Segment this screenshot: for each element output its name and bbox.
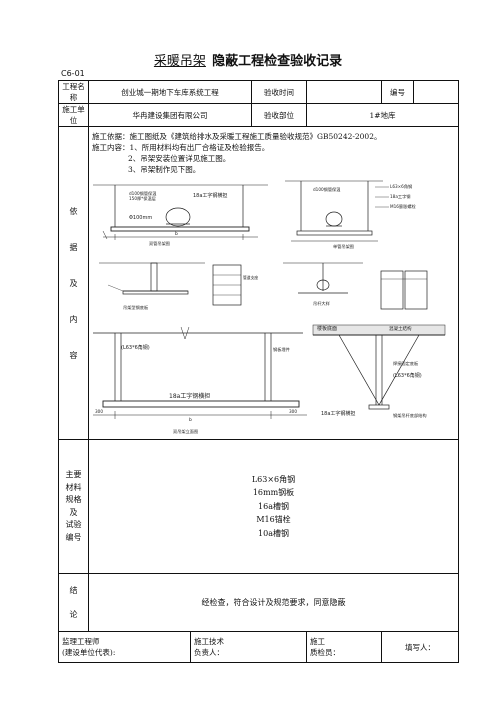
- basis-line-1: 施工依据：施工图纸及《建筑给排水及采暖工程施工质量验收规范》GB50242-20…: [92, 132, 382, 141]
- material-item: L63×6角钢: [251, 474, 296, 484]
- label-slab: 楼板底面: [317, 325, 337, 332]
- label-angle-left: (L63*6角钢): [121, 344, 150, 351]
- label-m16-bolt: M16膨胀螺栓: [390, 203, 417, 210]
- conclusion-label-char: 结: [69, 585, 78, 595]
- tech-line-1: 施工技术: [194, 637, 224, 646]
- form-code: C6-01: [61, 69, 85, 78]
- drawing-double-hanger: d100钢管保温 150厚*保温层 18a工字钢横担 Φ100mm b 双管吊架…: [93, 184, 268, 247]
- conclusion-text: 经检查，符合设计及规范要求，同意隐蔽: [88, 573, 459, 632]
- inspection-time-value: [306, 80, 382, 104]
- row-project: 工程名称 创业城一期地下车库系统工程 验收时间 编号: [58, 80, 459, 104]
- materials-label-line: 试验: [65, 520, 82, 529]
- document-title: 采暖吊架 隐蔽工程检查验收记录: [0, 50, 496, 69]
- qc-line-1: 施工: [310, 637, 325, 646]
- label-concrete: 混凝土结构: [389, 325, 412, 332]
- label-single-pipe: d100钢管保温: [313, 186, 341, 193]
- construction-unit-label: 施工单位: [58, 103, 89, 127]
- drawing-details: 吊架型钢底板 管道支座 吊杆大样: [99, 262, 428, 311]
- inspection-form-table: 工程名称 创业城一期地下车库系统工程 验收时间 编号 施工单位 华冉建设集团有限…: [58, 80, 459, 663]
- supervisor-line-2: (建设单位代表):: [62, 648, 116, 657]
- label-embed-plate: 钢板埋件: [273, 346, 290, 353]
- drawing-elevation: (L63*6角钢) 钢板埋件 18a工字钢横担 b 300 300 双吊架立面图: [93, 326, 307, 435]
- basis-label-char: 依: [69, 206, 78, 216]
- label-base-beam: 18a工字钢横担: [169, 392, 210, 400]
- supervisor-signature: 监理工程师 (建设单位代表):: [58, 631, 191, 663]
- materials-label-line: 规格: [65, 495, 82, 504]
- dim-b-bottom: b: [189, 417, 192, 423]
- caption-rod-detail: 吊杆大样: [313, 300, 330, 307]
- basis-text: 施工依据：施工图纸及《建筑给排水及采暖工程施工质量验收规范》GB50242-20…: [92, 131, 455, 175]
- number-label: 编号: [381, 80, 414, 104]
- title-prefix: 采暖吊架: [153, 54, 206, 69]
- material-item: 16mm钢板: [252, 488, 295, 498]
- drawing-rod-structure: 楼板底面 混凝土结构 (L63*6角钢) 焊接固定底板 18a工字钢横担 钢架吊…: [312, 324, 446, 419]
- supervisor-line-1: 监理工程师: [62, 637, 100, 646]
- materials-label-line: 主要: [65, 470, 82, 479]
- conclusion-label: 结 论: [58, 573, 89, 632]
- tech-lead-signature: 施工技术 负责人：: [190, 631, 307, 663]
- materials-label-line: 材料: [65, 482, 82, 492]
- label-pipe-insulation: d100钢管保温: [129, 190, 157, 197]
- row-signatures: 监理工程师 (建设单位代表): 施工技术 负责人： 施工 质检员： 填写人：: [58, 631, 459, 663]
- filler-signature: 填写人：: [381, 631, 459, 663]
- material-item: 10a槽钢: [258, 528, 289, 538]
- tech-line-2: 负责人：: [194, 648, 224, 657]
- label-18a-steel: 18a工字钢: [390, 193, 410, 200]
- caption-double-hanger: 双管吊架图: [149, 240, 170, 247]
- basis-line-2: 施工内容：1、所用材料均有出厂合格证及检验报告。: [92, 143, 270, 152]
- basis-content-cell: 施工依据：施工图纸及《建筑给排水及采暖工程施工质量验收规范》GB50242-20…: [88, 126, 459, 440]
- basis-label-char: 内: [69, 314, 78, 324]
- label-18a-beam: 18a工字钢横担: [193, 192, 227, 199]
- basis-label-char: 及: [69, 278, 78, 288]
- row-materials: 主要 材料 规格 及 试验 编号 L63×6角钢 16mm钢板 16a槽钢 M1…: [58, 439, 459, 574]
- label-18a-right: 18a工字钢横担: [321, 410, 355, 417]
- basis-content: 施工依据：施工图纸及《建筑给排水及采暖工程施工质量验收规范》GB50242-20…: [89, 127, 458, 439]
- dim-b-top: b: [175, 231, 178, 237]
- label-bottom-structure: 钢架吊杆底部结构: [393, 412, 427, 419]
- basis-line-3: 2、吊架安装位置详见施工图。: [128, 154, 231, 163]
- row-basis: 依 据 及 内 容 施工依据：施工图纸及《建筑给排水及采暖工程施工质量验收规范》…: [58, 126, 459, 440]
- construction-unit-value: 华冉建设集团有限公司: [88, 103, 252, 127]
- title-main: 隐蔽工程检查验收记录: [212, 54, 343, 69]
- project-name-label: 工程名称: [58, 80, 89, 104]
- caption-base-plate: 吊架型钢底板: [123, 304, 149, 311]
- basis-line-4: 3、吊架制作见下图。: [128, 165, 201, 174]
- basis-label-char: 容: [69, 350, 78, 360]
- label-pipe-dia: Φ100mm: [129, 215, 152, 221]
- row-conclusion: 结 论 经检查，符合设计及规范要求，同意隐蔽: [58, 573, 459, 632]
- label-pipe-seat: 管道支座: [243, 275, 258, 280]
- label-weld: 焊接固定底板: [393, 360, 419, 367]
- dim-300-left: 300: [95, 409, 103, 414]
- dim-300-right: 300: [289, 409, 297, 414]
- label-angle-right: (L63*6角钢): [393, 372, 422, 379]
- project-name-value: 创业城一期地下车库系统工程: [88, 80, 252, 104]
- materials-list: L63×6角钢 16mm钢板 16a槽钢 M16锚栓 10a槽钢: [88, 439, 459, 574]
- material-item: M16锚栓: [256, 515, 291, 525]
- caption-elevation: 双吊架立面图: [173, 428, 198, 435]
- conclusion-label-char: 论: [69, 609, 78, 619]
- materials-label-line: 编号: [65, 532, 82, 542]
- number-value: [413, 80, 459, 104]
- qc-line-2: 质检员：: [310, 648, 340, 657]
- inspection-part-value: 1#地库: [306, 103, 459, 127]
- inspection-time-label: 验收时间: [251, 80, 307, 104]
- materials-label: 主要 材料 规格 及 试验 编号: [58, 439, 89, 574]
- qc-signature: 施工 质检员：: [306, 631, 382, 663]
- label-angle-steel: L63×6角钢: [390, 183, 412, 190]
- materials-label-line: 及: [69, 507, 78, 517]
- basis-label-char: 据: [69, 242, 78, 252]
- drawing-single-hanger: d100钢管保温 单管吊架图 L63×6角钢 18a工字钢 M16膨胀螺栓: [285, 180, 417, 250]
- label-insulation-layer: 150厚*保温层: [129, 195, 156, 202]
- basis-label: 依 据 及 内 容: [58, 126, 89, 440]
- inspection-part-label: 验收部位: [251, 103, 307, 127]
- row-unit: 施工单位 华冉建设集团有限公司 验收部位 1#地库: [58, 103, 459, 127]
- material-item: 16a槽钢: [258, 501, 289, 511]
- hanger-drawing: d100钢管保温 150厚*保温层 18a工字钢横担 Φ100mm b 双管吊架…: [93, 180, 446, 435]
- caption-single-hanger: 单管吊架图: [333, 243, 354, 250]
